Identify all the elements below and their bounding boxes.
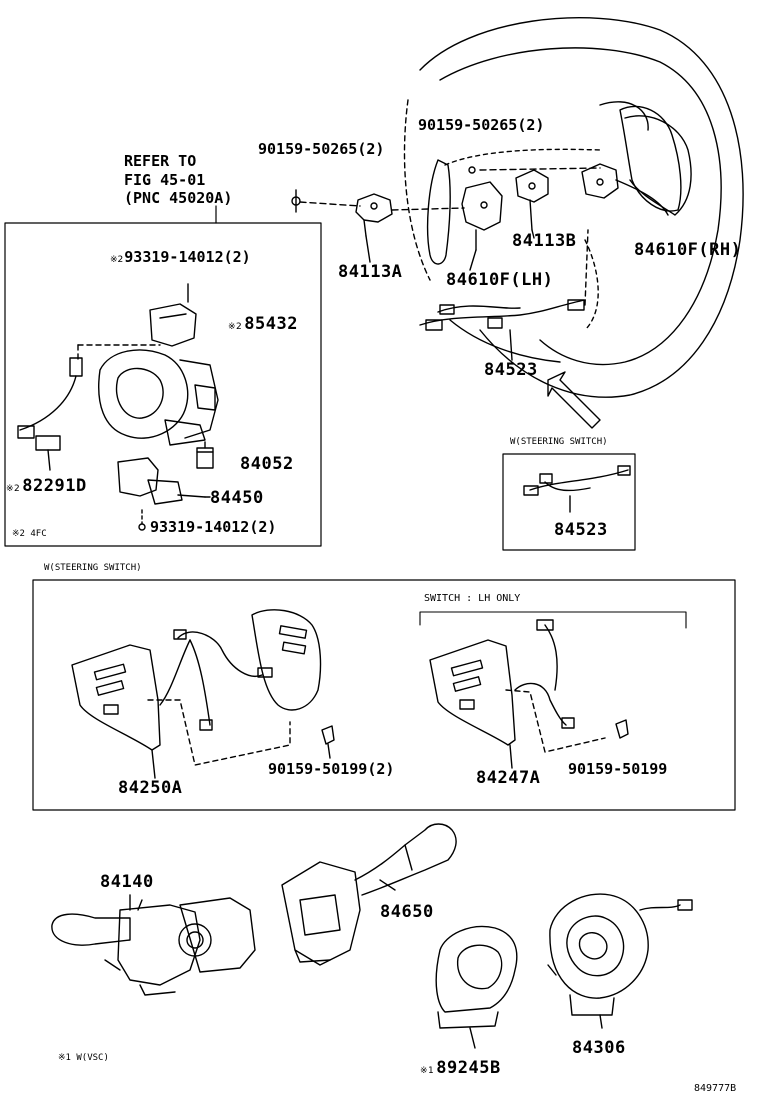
- part-label-84306: 84306: [572, 1038, 626, 1058]
- refer-line-3: (PNC 45020A): [124, 189, 233, 207]
- part-label-bolt-top-right: 90159-50265(2): [418, 116, 545, 134]
- part-label-bolt-84250A: 90159-50199(2): [268, 760, 395, 778]
- part-label-84140: 84140: [100, 872, 154, 892]
- part-label-84052: 84052: [240, 454, 294, 474]
- part-label-bolt-84247A: 90159-50199: [568, 760, 668, 778]
- part-label-84523-box: 84523: [554, 520, 608, 540]
- spiral-cable-84306: [548, 894, 692, 1015]
- steering-switch-harness-box: [503, 454, 635, 550]
- turn-signal-switch-84140: [52, 895, 255, 995]
- part-label-84650: 84650: [380, 902, 434, 922]
- switch-84250A: [72, 610, 334, 778]
- part-label-84250A: 84250A: [118, 778, 183, 798]
- harness-84523-detail: [524, 466, 630, 512]
- paddle-shifters: [428, 106, 681, 264]
- part-89245B-number: 89245B: [436, 1058, 501, 1078]
- refer-line-1: REFER TO: [124, 152, 197, 170]
- part-82291D-number: 82291D: [22, 476, 87, 496]
- switch-84247A: [430, 620, 628, 768]
- part-label-84113A: 84113A: [338, 262, 403, 282]
- refer-line-2: FIG 45-01: [124, 171, 206, 189]
- note-steering-switch-box: W(STEERING SWITCH): [510, 437, 608, 447]
- note-lh-only: SWITCH : LH ONLY: [424, 593, 521, 604]
- part-label-84610F-LH: 84610F(LH): [446, 270, 554, 290]
- part-label-screw-top: ※293319-14012(2): [110, 250, 251, 265]
- steering-wheel: [404, 18, 743, 397]
- part-label-84523-main: 84523: [484, 360, 538, 380]
- steering-switch-panel: [33, 580, 735, 810]
- leader-lines: [138, 230, 602, 1048]
- wire-harness-84523: [420, 230, 600, 428]
- note-steering-switch-panel: W(STEERING SWITCH): [44, 563, 142, 573]
- note-marker-2: ※2: [6, 484, 21, 494]
- combination-switch-box: [5, 223, 321, 546]
- wiper-switch-84650: [282, 824, 456, 965]
- screw-top-number: 93319-14012(2): [124, 248, 251, 266]
- note-4fc: ※2 4FC: [12, 529, 47, 539]
- part-label-84450: 84450: [210, 488, 264, 508]
- part-label-84113B: 84113B: [512, 231, 577, 251]
- note-marker-1: ※1: [420, 1066, 435, 1076]
- note-marker-2: ※2: [110, 255, 124, 265]
- spiral-cable-89245B: [436, 927, 517, 1028]
- spiral-cable-assembly: [18, 284, 218, 530]
- part-85432-number: 85432: [244, 314, 298, 334]
- part-label-bolt-top-left: 90159-50265(2): [258, 140, 385, 158]
- note-marker-2: ※2: [228, 322, 243, 332]
- figure-id: 849777B: [694, 1083, 737, 1094]
- switch-brackets: [292, 164, 668, 250]
- part-label-84610F-RH: 84610F(RH): [634, 240, 742, 260]
- note-vsc: ※1 W(VSC): [58, 1053, 109, 1063]
- part-label-screw-bottom: 93319-14012(2): [150, 518, 277, 536]
- part-label-84247A: 84247A: [476, 768, 541, 788]
